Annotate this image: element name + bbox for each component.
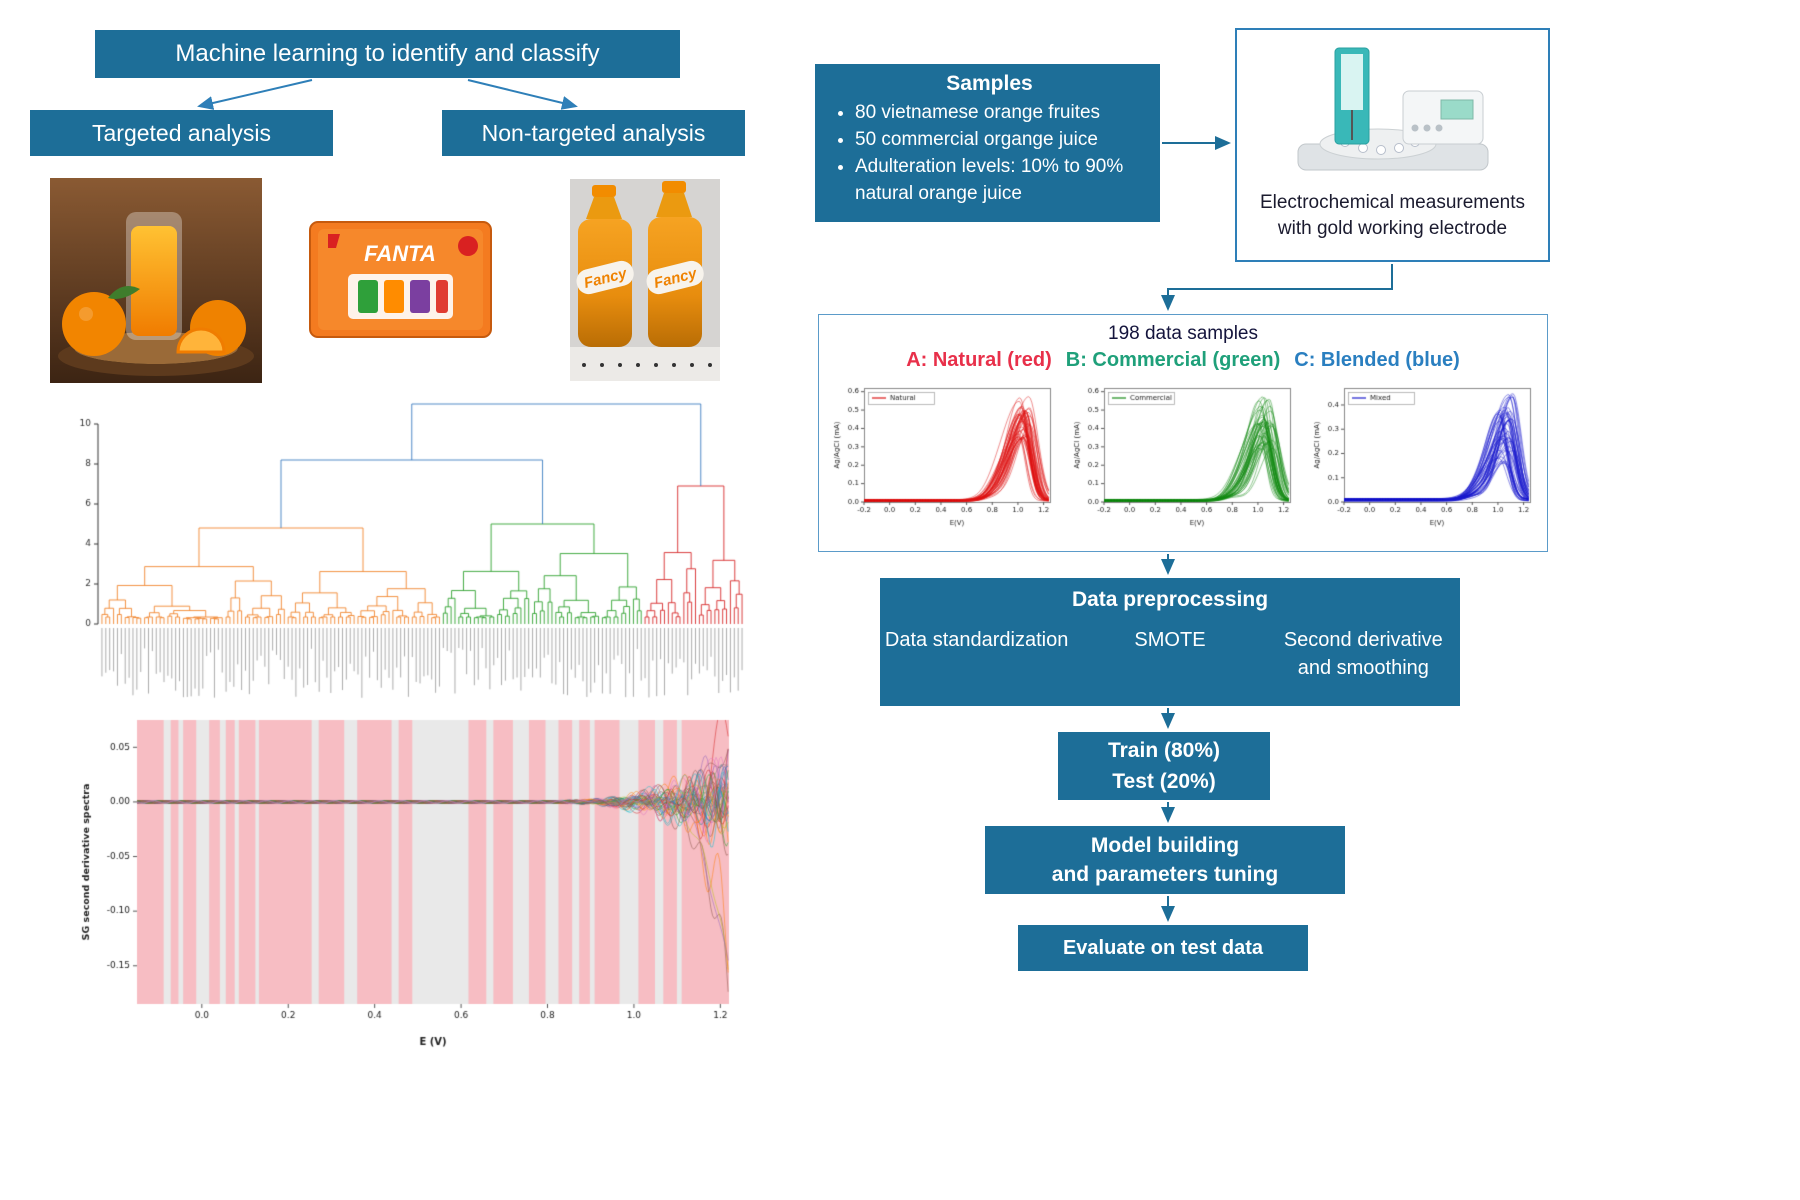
orange-slice xyxy=(176,327,226,354)
voltammogram-natural-chart xyxy=(828,380,1058,530)
samples-title: Samples xyxy=(946,72,1033,95)
data-samples-title: 198 data samples xyxy=(1108,323,1258,344)
voltammogram-commercial-chart xyxy=(1068,380,1298,530)
dendrogram-chart xyxy=(68,390,752,712)
samples-bullet-list: 80 vietnamese orange fruites 50 commerci… xyxy=(835,100,1150,208)
model-label-line2: and parameters tuning xyxy=(1051,863,1279,886)
model-building-box: Model building and parameters tuning xyxy=(985,826,1345,894)
non-targeted-analysis-box: Non-targeted analysis xyxy=(442,110,745,156)
model-label-line1: Model building xyxy=(1090,833,1240,857)
preproc-item-derivative: Second derivative and smoothing xyxy=(1283,629,1443,679)
electrochemical-box: Electrochemical measurements with gold w… xyxy=(1235,28,1550,262)
preproc-item-standardization: Data standardization xyxy=(884,629,1069,651)
electrochem-caption: Electrochemical measurements with gold w… xyxy=(1259,192,1526,239)
green-can xyxy=(358,280,378,313)
titrator-illustration xyxy=(1297,47,1488,171)
arrow-title-to-targeted xyxy=(197,79,313,110)
shelf xyxy=(570,347,720,381)
flag-decoration xyxy=(328,234,340,248)
samples-bullet: 50 commercial organge juice xyxy=(855,127,1150,154)
legend-blended: C: Blended (blue) xyxy=(1294,349,1460,371)
red-can xyxy=(436,280,448,313)
ml-title-text: Machine learning to identify and classif… xyxy=(175,40,600,67)
fancy-bottle: Fancy xyxy=(646,181,704,347)
arrow-electrochem-to-data xyxy=(1161,264,1393,311)
orange-fruit xyxy=(62,292,126,356)
preprocessing-box: Data preprocessing Data standardization … xyxy=(880,578,1460,706)
sg-spectra-chart xyxy=(75,712,737,1050)
dragon-decoration xyxy=(458,236,478,256)
data-samples-box: 198 data samples A: Natural (red) B: Com… xyxy=(818,314,1548,552)
non-targeted-analysis-label: Non-targeted analysis xyxy=(481,119,706,146)
orange-juice-photo xyxy=(50,178,262,383)
orange-highlight xyxy=(79,307,93,321)
leaf xyxy=(108,286,140,299)
legend-commercial: B: Commercial (green) xyxy=(1065,349,1281,371)
voltammogram-panels xyxy=(828,380,1538,530)
class-legend: A: Natural (red) B: Commercial (green) C… xyxy=(906,349,1460,372)
test-label: Test (20%) xyxy=(1112,770,1216,793)
train-test-box: Train (80%) Test (20%) xyxy=(1058,732,1270,800)
samples-bullet: 80 vietnamese orange fruites xyxy=(855,100,1150,127)
orange-can xyxy=(384,280,404,313)
samples-bullet: Adulteration levels: 10% to 90% natural … xyxy=(855,154,1150,208)
preprocessing-title: Data preprocessing xyxy=(1071,588,1269,611)
samples-box: Samples 80 vietnamese orange fruites 50 … xyxy=(815,64,1160,222)
train-label: Train (80%) xyxy=(1107,738,1221,762)
evaluate-box: Evaluate on test data xyxy=(1018,925,1308,971)
shelf-dots xyxy=(582,363,712,367)
preproc-item-smote: SMOTE xyxy=(1134,629,1206,651)
burette-window xyxy=(1340,54,1363,110)
preprocessing-items: Data standardization SMOTE Second deriva… xyxy=(880,626,1460,682)
juice xyxy=(131,226,177,336)
fancy-bottles-photo: Fancy Fancy xyxy=(570,179,720,381)
targeted-analysis-box: Targeted analysis xyxy=(30,110,333,156)
fancy-bottle: Fancy xyxy=(576,185,634,347)
instrument-screen xyxy=(1440,99,1473,120)
legend-natural: A: Natural (red) xyxy=(906,349,1052,371)
arrow-title-to-nontargeted xyxy=(467,79,578,110)
evaluate-label: Evaluate on test data xyxy=(1062,936,1264,959)
purple-can xyxy=(410,280,430,313)
targeted-analysis-label: Targeted analysis xyxy=(92,119,271,146)
ml-title-box: Machine learning to identify and classif… xyxy=(95,30,680,78)
fanta-brand-text: FANTA xyxy=(364,241,436,266)
voltammogram-mixed-chart xyxy=(1308,380,1538,530)
fanta-pack-photo: FANTA xyxy=(309,221,492,338)
